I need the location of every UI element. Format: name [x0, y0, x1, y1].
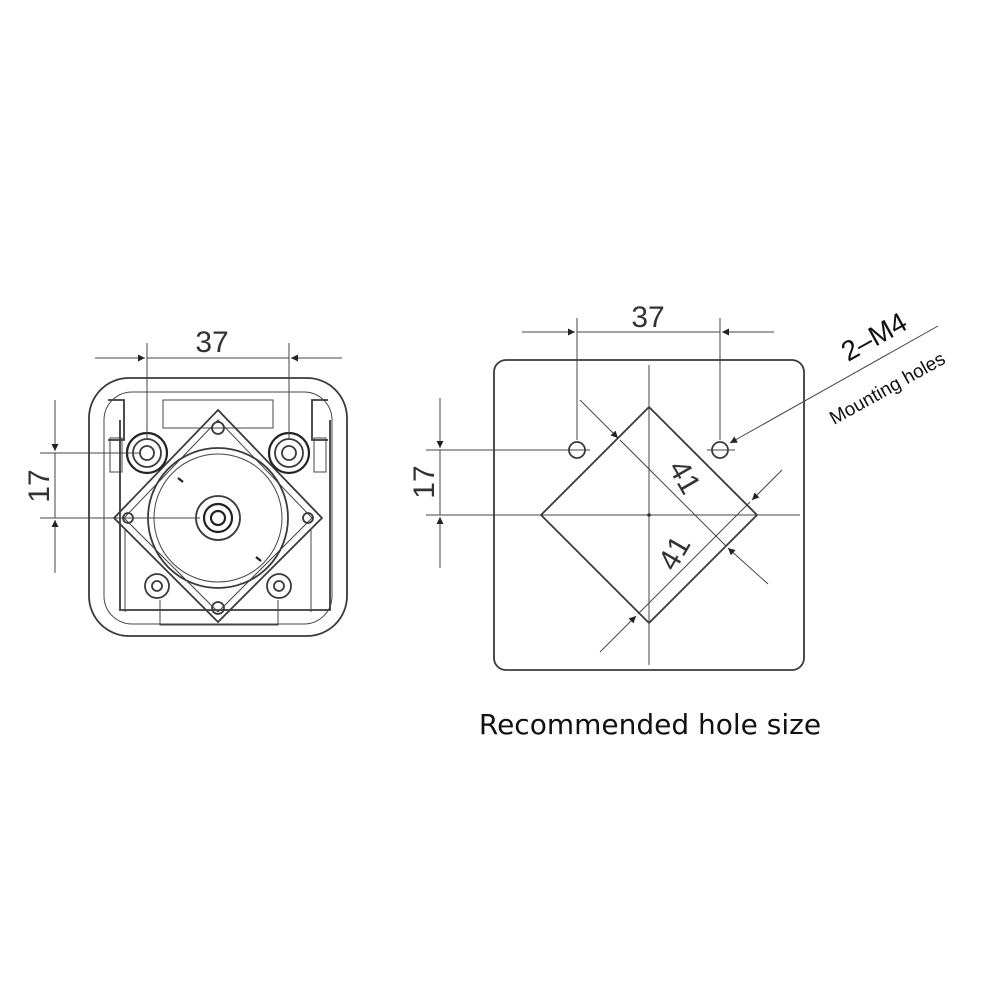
pump-housing-outline — [88, 377, 348, 637]
pump-front-view: 37 17 — [23, 326, 348, 637]
shaft-boss — [195, 495, 241, 541]
motor-marks — [177, 477, 262, 562]
caption: Recommended hole size — [478, 708, 822, 741]
diagonal-dim-lower — [599, 469, 783, 653]
lower-guides — [124, 530, 312, 612]
lower-right-screw — [266, 573, 292, 599]
right-dim-horizontal-label: 37 — [631, 301, 664, 334]
flange-screw-top — [211, 421, 225, 435]
left-dim-vertical-label: 17 — [23, 469, 56, 502]
shaft-ring — [202, 502, 234, 534]
pump-top-block — [162, 399, 274, 429]
hole-note-label: Mounting holes — [826, 349, 949, 430]
left-tab — [109, 437, 123, 473]
hole-callout-leader — [729, 325, 939, 444]
cutout-template-view: 37 17 41 41 2–M4 Mounting holes — [408, 301, 949, 671]
lower-left-screw — [144, 573, 170, 599]
shaft — [209, 509, 227, 527]
pump-frame — [119, 420, 331, 611]
centre-mark — [647, 513, 651, 517]
left-clip — [108, 399, 125, 441]
diagonal-dim-upper — [579, 399, 769, 585]
right-tab — [313, 437, 327, 473]
right-dim-horizontal — [522, 318, 774, 440]
hole-callout-label: 2–M4 — [836, 306, 912, 367]
left-dim-horizontal — [95, 343, 342, 440]
left-dim-horizontal-label: 37 — [195, 326, 228, 359]
pump-base — [159, 600, 279, 626]
right-clip — [311, 399, 328, 441]
diagonal-dim-upper-label: 41 — [662, 455, 707, 500]
flange-screw-right — [302, 512, 314, 524]
left-dim-vertical — [40, 400, 200, 573]
flange-screw-bottom — [211, 601, 225, 615]
diagonal-dim-lower-label: 41 — [652, 531, 697, 576]
right-dim-vertical-label: 17 — [408, 465, 441, 498]
motor-flange — [112, 408, 324, 624]
pump-housing-inner — [103, 391, 333, 625]
